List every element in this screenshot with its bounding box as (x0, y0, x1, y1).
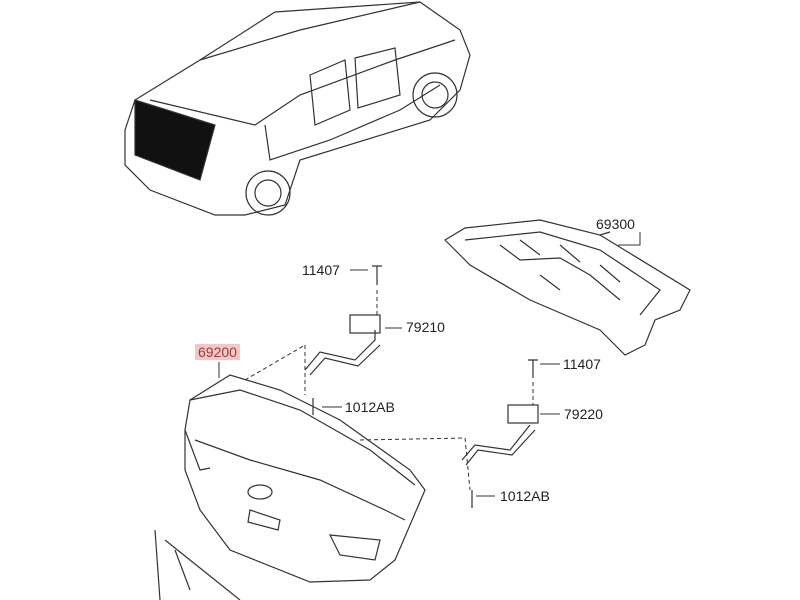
part-label-1012ab-left[interactable]: 1012AB (345, 399, 395, 415)
car-illustration (124, 1, 471, 216)
part-label-79220[interactable]: 79220 (564, 406, 603, 422)
leader-lines (218, 232, 641, 497)
lower-bracket (154, 529, 241, 600)
part-label-79210[interactable]: 79210 (406, 319, 445, 335)
hinge-79210 (304, 314, 381, 376)
rear-panel-69300 (444, 219, 691, 356)
part-label-69300[interactable]: 69300 (596, 216, 635, 232)
trunk-lid-highlight (134, 99, 216, 181)
part-label-69200-highlighted[interactable]: 69200 (195, 344, 240, 360)
hinge-79220 (461, 404, 539, 466)
part-label-1012ab-right[interactable]: 1012AB (500, 488, 550, 504)
trunk-lid-69200 (184, 374, 426, 583)
part-label-11407-upper[interactable]: 11407 (302, 262, 340, 278)
part-label-11407-lower[interactable]: 11407 (563, 356, 601, 372)
bolts (312, 265, 538, 508)
